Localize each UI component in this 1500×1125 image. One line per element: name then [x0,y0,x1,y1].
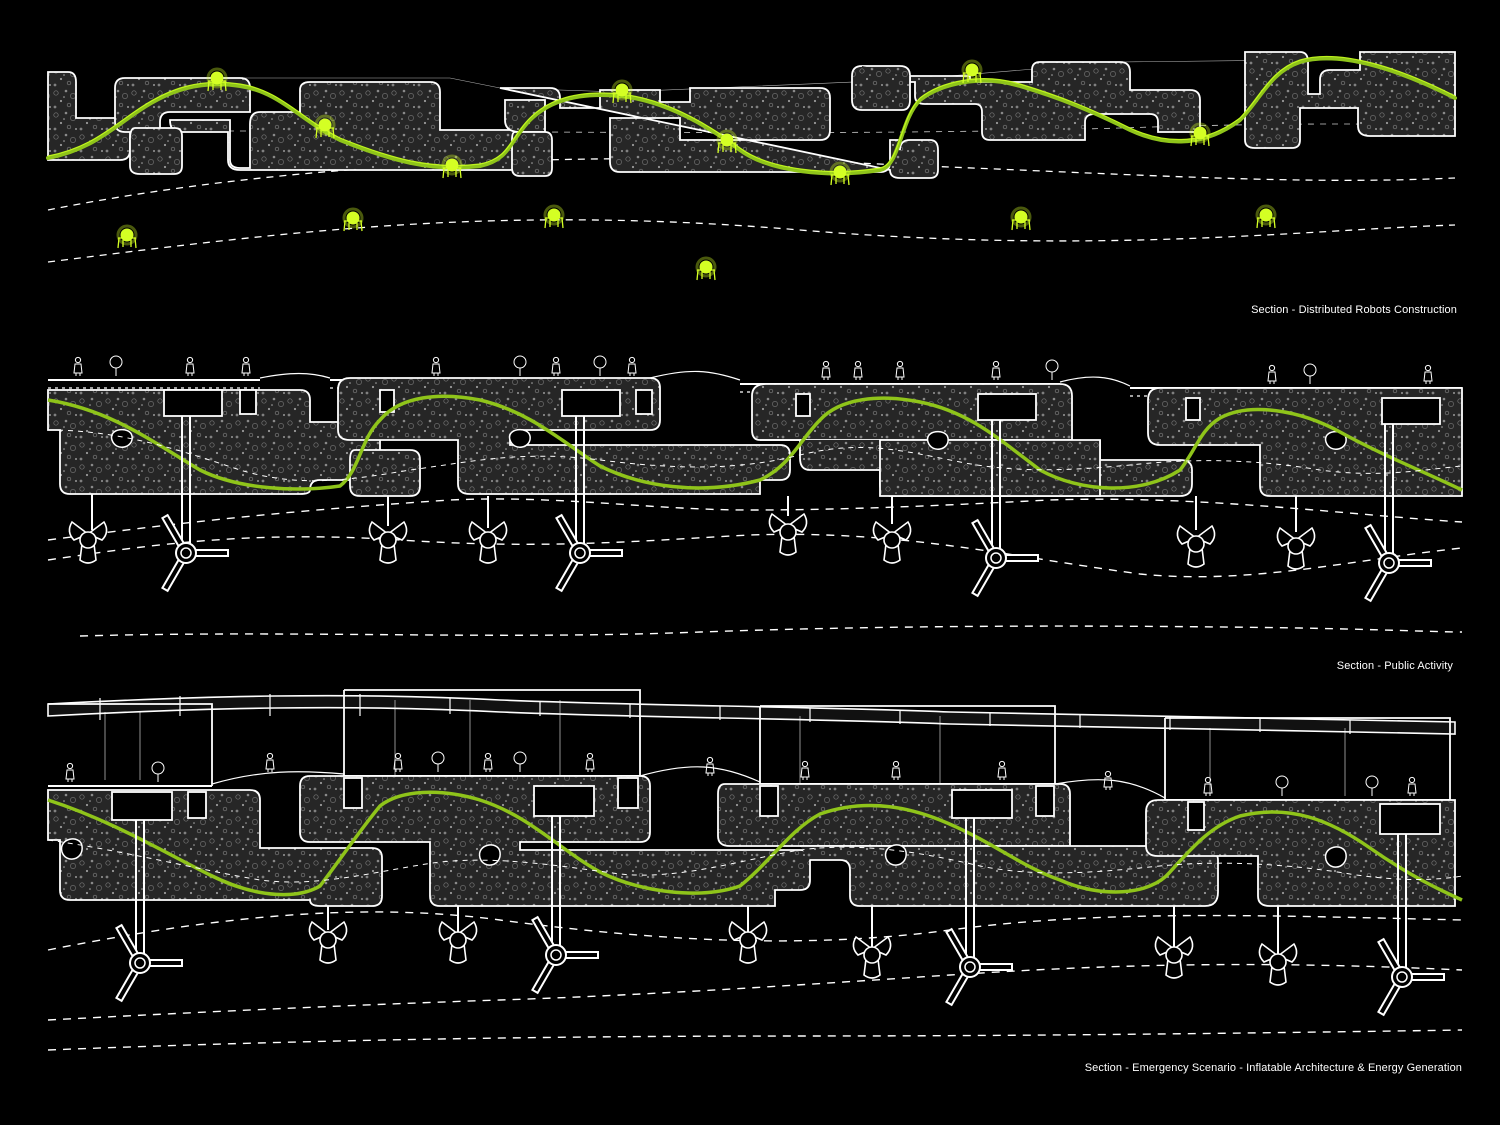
fan-icon [1276,527,1316,570]
fan-icon [1176,525,1216,568]
robot-icon [1255,204,1277,230]
section-caption: Section - Emergency Scenario - Inflatabl… [1084,1062,1462,1074]
robot-icon [1010,206,1032,232]
wind-turbine-icon [161,514,229,592]
wind-turbine-icon [555,514,623,592]
fan-icon [68,521,108,564]
section-caption: Section - Distributed Robots Constructio… [1251,304,1457,316]
fan-icon [368,521,408,564]
wind-turbine-icon [1364,524,1432,602]
section-public-drawing [47,355,1463,637]
robot-icon [695,256,717,282]
wind-turbine-icon [115,924,183,1002]
wind-turbine-icon [531,916,599,994]
section-emergency-drawing [47,689,1463,1051]
section-caption: Section - Public Activity [1336,660,1453,672]
fan-icon [468,521,508,564]
fan-icon [872,521,912,564]
robot-icon [116,224,138,250]
section-robots-drawing [46,51,1457,282]
wind-turbine-icon [971,519,1039,597]
wind-turbine-icon [945,928,1013,1006]
robot-icon [543,204,565,230]
wind-turbine-icon [1377,938,1445,1016]
